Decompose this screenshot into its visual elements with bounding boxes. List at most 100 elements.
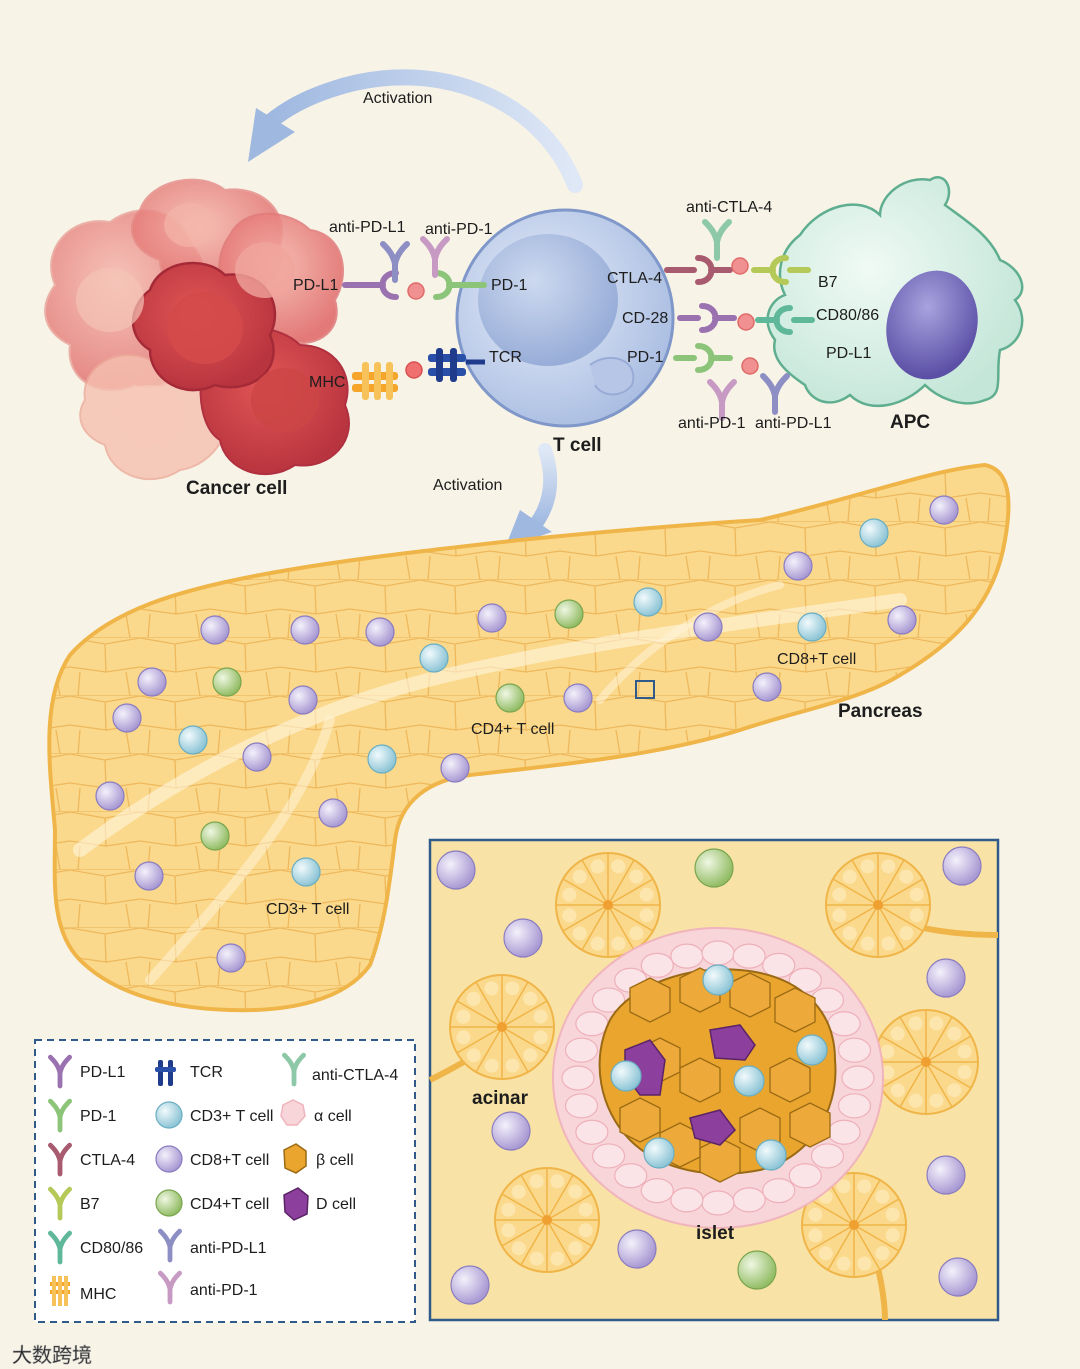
beta-cell	[789, 1102, 831, 1148]
cd3-t-cell	[643, 1137, 675, 1169]
alpha-cell	[827, 1119, 861, 1145]
pd-l1-label-apc: PD-L1	[826, 345, 871, 362]
alpha-cell	[640, 952, 674, 978]
pancreas-label: Pancreas	[838, 701, 923, 722]
cd8-t-cell	[938, 1257, 978, 1297]
cd3-t-cell-label: CD3+ T cell	[266, 901, 349, 918]
alpha-cell	[575, 1119, 609, 1145]
acinar-label: acinar	[472, 1088, 529, 1109]
apc-label: APC	[890, 412, 930, 433]
alpha-cell	[591, 987, 626, 1013]
alpha-cell	[841, 1065, 875, 1091]
cd3-t-cell	[419, 643, 449, 673]
tcr-receptor	[428, 348, 485, 382]
cd8-t-cell	[318, 798, 348, 828]
apc-cell	[766, 176, 1024, 408]
legend-alpha-icon	[280, 1099, 306, 1126]
alpha-cell	[575, 1011, 609, 1037]
beta-cell	[769, 1057, 811, 1103]
cd8-t-cell	[783, 551, 813, 581]
cd8-t-cell	[926, 958, 966, 998]
pancreas-immune-cells	[95, 495, 959, 973]
cd8-t-cell	[365, 617, 395, 647]
cd4-t-cell	[200, 821, 230, 851]
legend-ctla-4: CTLA-4	[80, 1152, 135, 1169]
activation-label-mid: Activation	[433, 477, 502, 494]
acinus	[873, 1009, 979, 1115]
legend-cd4: CD4+T cell	[190, 1196, 269, 1213]
islet-inset	[428, 838, 1000, 1322]
beta-cell	[679, 1057, 721, 1103]
cd80-86-label: CD80/86	[816, 307, 879, 324]
cd8-t-cell	[134, 861, 164, 891]
cd8-t-cell	[440, 753, 470, 783]
tcr-label: TCR	[489, 349, 522, 366]
cd3-t-cell	[633, 587, 663, 617]
cd3-t-cell	[797, 612, 827, 642]
legend-b7: B7	[80, 1196, 100, 1213]
t-cell	[455, 208, 675, 428]
cd8-t-cell	[200, 615, 230, 645]
legend-mhc: MHC	[80, 1286, 116, 1303]
cancer-cell-cluster	[44, 178, 350, 480]
alpha-cell	[827, 1011, 861, 1037]
alpha-cell	[591, 1143, 626, 1169]
mhc-label: MHC	[309, 374, 345, 391]
legend-cd4-icon	[155, 1189, 183, 1217]
pd-l1-label-left: PD-L1	[293, 277, 338, 294]
cd8-t-cell	[617, 1229, 657, 1269]
cd8-t-cell	[477, 603, 507, 633]
cd3-t-cell	[733, 1065, 765, 1097]
legend-alpha: α cell	[314, 1108, 352, 1125]
alpha-cell	[701, 940, 735, 966]
cancer-cell-label: Cancer cell	[186, 478, 287, 499]
activation-label-top: Activation	[363, 90, 432, 107]
legend-cd3: CD3+ T cell	[190, 1108, 273, 1125]
activation-arrow-top	[248, 69, 583, 193]
ligand-dot-ctla	[731, 257, 749, 275]
cd3-t-cell	[291, 857, 321, 887]
cd-28-label: CD-28	[622, 310, 668, 327]
alpha-cell	[837, 1037, 872, 1063]
acinus	[449, 974, 555, 1080]
islet-label: islet	[696, 1223, 735, 1244]
zoom-marker	[635, 680, 655, 699]
cd4-t-cell-label: CD4+ T cell	[471, 721, 554, 738]
alpha-cell	[564, 1093, 599, 1119]
cd8-t-cell	[752, 672, 782, 702]
watermark: 大数跨境	[12, 1344, 92, 1367]
cd8-t-cell	[290, 615, 320, 645]
acinus	[494, 1167, 600, 1273]
cd8-t-cell	[929, 495, 959, 525]
alpha-cell	[564, 1037, 599, 1063]
cd4-t-cell	[737, 1250, 777, 1290]
cd8-t-cell	[450, 1265, 490, 1305]
anti-ctla-4-label: anti-CTLA-4	[686, 199, 772, 216]
cd8-t-cell	[137, 667, 167, 697]
alpha-cell	[670, 1187, 704, 1213]
legend-cd8: CD8+T cell	[190, 1152, 269, 1169]
acinus	[555, 852, 661, 958]
legend-cd8-icon	[155, 1145, 183, 1173]
acinus	[825, 852, 931, 958]
cd3-t-cell	[367, 744, 397, 774]
cd3-t-cell	[796, 1034, 828, 1066]
cd3-t-cell	[178, 725, 208, 755]
legend-d-cell-icon	[283, 1187, 309, 1221]
legend-mhc-icon	[50, 1276, 70, 1306]
legend-cd3-icon	[155, 1101, 183, 1129]
alpha-cell	[670, 943, 704, 969]
beta-cell	[774, 987, 816, 1033]
cd4-t-cell	[495, 683, 525, 713]
cd3-t-cell	[702, 964, 734, 996]
cd3-t-cell	[610, 1060, 642, 1092]
cd8-t-cell	[436, 850, 476, 890]
legend-anti-pd-1: anti-PD-1	[190, 1282, 258, 1299]
cd4-t-cell	[694, 848, 734, 888]
cd4-t-cell	[212, 667, 242, 697]
t-cell-label: T cell	[553, 435, 602, 456]
cd3-t-cell	[755, 1139, 787, 1171]
alpha-cell	[732, 943, 766, 969]
ligand-dot-cd28	[737, 313, 755, 331]
cd8-t-cell	[288, 685, 318, 715]
